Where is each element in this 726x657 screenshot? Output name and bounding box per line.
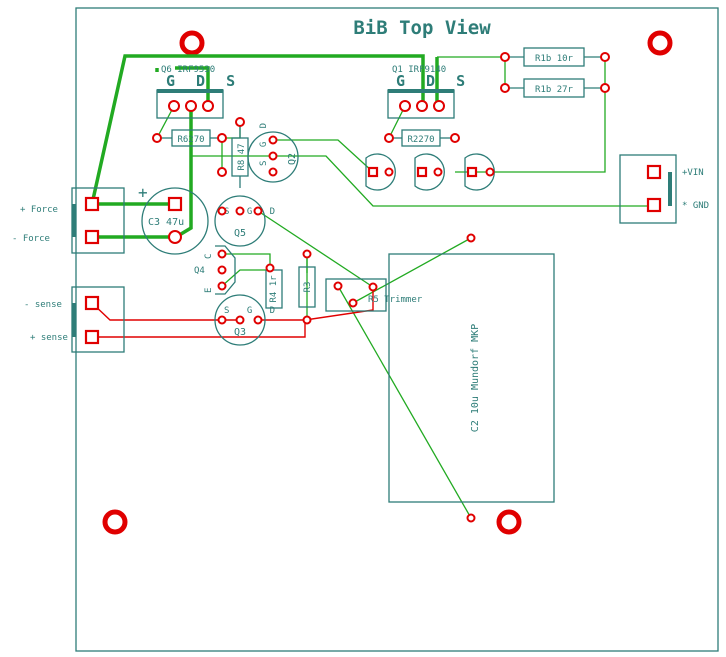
svg-text:R6270: R6270 [177, 135, 204, 145]
trimmer-r5: R5 Trimmer [325, 278, 423, 312]
svg-text:Q6 IRF9530: Q6 IRF9530 [161, 65, 215, 75]
resistor-r6: R6270 [152, 129, 227, 147]
mounting-hole-bottom-right [496, 509, 522, 535]
svg-text:S G D: S G D [224, 306, 281, 316]
svg-text:R1b 27r: R1b 27r [535, 85, 574, 95]
mounting-hole-top-left [179, 30, 205, 56]
svg-text:R8 47: R8 47 [237, 143, 247, 170]
resistor-r3: R3 [298, 249, 316, 325]
resistor-r2: R2270 [384, 129, 460, 147]
svg-text:G D S: G D S [166, 72, 241, 90]
svg-text:C: C [204, 254, 214, 259]
svg-text:E: E [204, 288, 214, 293]
q4-transistor: C Q4 E [194, 245, 236, 295]
sense-connector: - sense + sense [24, 286, 125, 353]
svg-text:S G D: S G D [259, 119, 269, 166]
svg-text:+: + [138, 183, 148, 202]
capacitor-c3: + C3 47u [138, 183, 209, 255]
svg-text:Q4: Q4 [194, 266, 205, 276]
svg-text:C3 47u: C3 47u [148, 217, 184, 228]
svg-text:+VIN: +VIN [682, 168, 704, 178]
svg-text:Q2: Q2 [287, 153, 298, 165]
q5-transistor: S G D Q5 [214, 195, 281, 247]
q6-transistor: Q6 IRF9530 G D S [156, 65, 241, 119]
resistor-r1b-27r: R1b 27r [500, 78, 610, 98]
svg-text:G D S: G D S [396, 72, 471, 90]
diode-row [365, 153, 495, 191]
svg-text:* GND: * GND [682, 201, 709, 211]
svg-text:Q1 IRF9140: Q1 IRF9140 [392, 65, 446, 75]
force-connector: + Force - Force [12, 187, 125, 254]
svg-text:R3: R3 [303, 282, 313, 293]
svg-text:+ Force: + Force [20, 205, 58, 215]
mounting-hole-top-right [647, 30, 673, 56]
svg-text:+ sense: + sense [30, 333, 68, 343]
resistor-r1b-10r: R1b 10r [500, 47, 610, 67]
svg-text:R4 1r: R4 1r [269, 275, 279, 303]
svg-text:- sense: - sense [24, 300, 62, 310]
svg-text:R2270: R2270 [407, 135, 434, 145]
svg-text:C2 10u Mundorf MKP: C2 10u Mundorf MKP [470, 324, 481, 432]
mounting-hole-bottom-left [102, 509, 128, 535]
q3-transistor: S G D Q3 [214, 294, 281, 346]
svg-text:R5 Trimmer: R5 Trimmer [368, 295, 423, 305]
svg-text:R1b 10r: R1b 10r [535, 54, 574, 64]
capacitor-c2: C2 10u Mundorf MKP [388, 233, 555, 523]
resistor-r4: R4 1r [265, 263, 283, 309]
top-layer-traces [90, 54, 654, 519]
svg-text:Q3: Q3 [234, 327, 246, 338]
board-title: BiB Top View [353, 17, 491, 39]
q1-transistor: Q1 IRF9140 G D S [387, 65, 471, 119]
power-connector: +VIN * GND [619, 154, 709, 224]
svg-text:Q5: Q5 [234, 228, 246, 239]
svg-text:S G D: S G D [224, 207, 281, 217]
q2-transistor: S G D Q2 [247, 119, 299, 183]
svg-text:- Force: - Force [12, 234, 50, 244]
